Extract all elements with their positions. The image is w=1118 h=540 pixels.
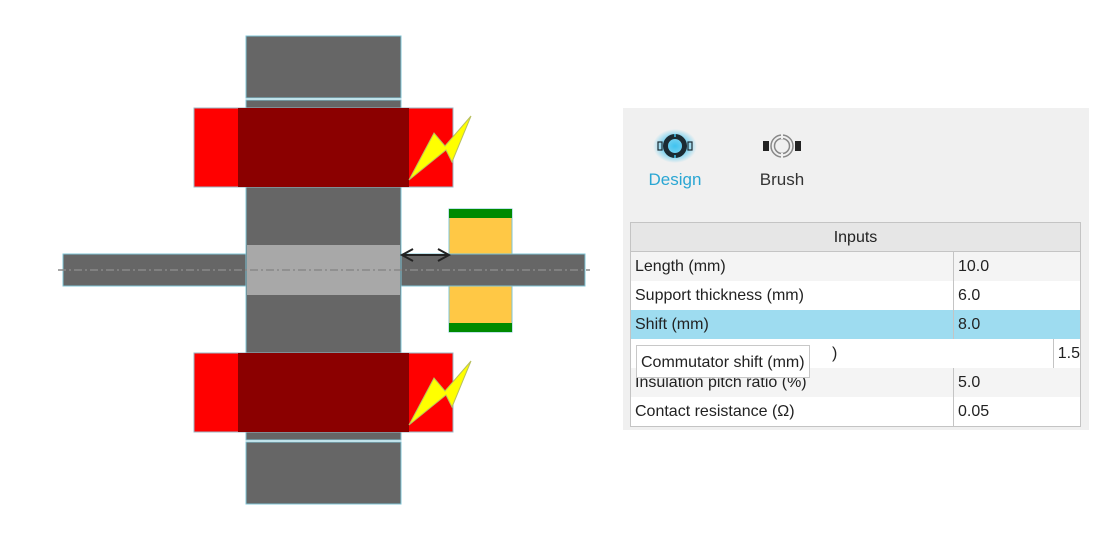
lightning-icon — [408, 360, 472, 426]
row-value-obscured[interactable]: 1.5 — [1057, 345, 1080, 362]
design-panel: Design Brush Inputs Length (mm) 10.0 Sup… — [623, 108, 1089, 430]
stator-top — [245, 35, 402, 99]
shift-dimension-arrow — [399, 248, 452, 262]
tab-brush-label: Brush — [759, 170, 805, 189]
lightning-icon — [408, 115, 472, 181]
row-label: Support thickness (mm) — [631, 281, 954, 310]
design-commutator-icon — [653, 129, 697, 163]
row-label: Contact resistance (Ω) — [631, 397, 954, 426]
row-value-insulation-pitch-ratio[interactable]: 5.0 — [958, 374, 981, 391]
winding-bottom — [193, 352, 472, 433]
row-label: Insulation pitch ratio (%) — [631, 368, 954, 397]
grid-row-support-thickness[interactable]: Support thickness (mm) 6.0 — [631, 281, 1080, 310]
row-value-support-thickness[interactable]: 6.0 — [958, 287, 981, 304]
commutator-section-drawing — [58, 35, 590, 505]
grid-row-contact-resistance[interactable]: Contact resistance (Ω) 0.05 — [631, 397, 1080, 426]
tab-design[interactable]: Design — [635, 128, 715, 190]
tab-design-label: Design — [648, 170, 702, 189]
row-label: ) — [631, 339, 1054, 368]
tooltip: Commutator shift (mm) — [636, 345, 810, 378]
tab-brush[interactable]: Brush — [742, 128, 822, 190]
inputs-grid-rows: Length (mm) 10.0 Support thickness (mm) … — [631, 252, 1080, 426]
commutator-top — [448, 208, 513, 255]
grid-row-shift[interactable]: Shift (mm) 8.0 — [631, 310, 1080, 339]
row-value-length[interactable]: 10.0 — [958, 258, 990, 275]
grid-row-length[interactable]: Length (mm) 10.0 — [631, 252, 1080, 281]
winding-top — [193, 107, 472, 188]
brush-commutator-icon — [763, 134, 801, 158]
inputs-grid-header: Inputs — [631, 223, 1080, 252]
row-value-shift[interactable]: 8.0 — [958, 316, 981, 333]
row-label: Length (mm) — [631, 252, 954, 281]
row-label: Shift (mm) — [631, 310, 954, 339]
commutator-bottom — [448, 285, 513, 333]
stator-bottom — [245, 441, 402, 505]
row-value-contact-resistance[interactable]: 0.05 — [958, 403, 990, 420]
inputs-grid: Inputs Length (mm) 10.0 Support thicknes… — [630, 222, 1081, 427]
